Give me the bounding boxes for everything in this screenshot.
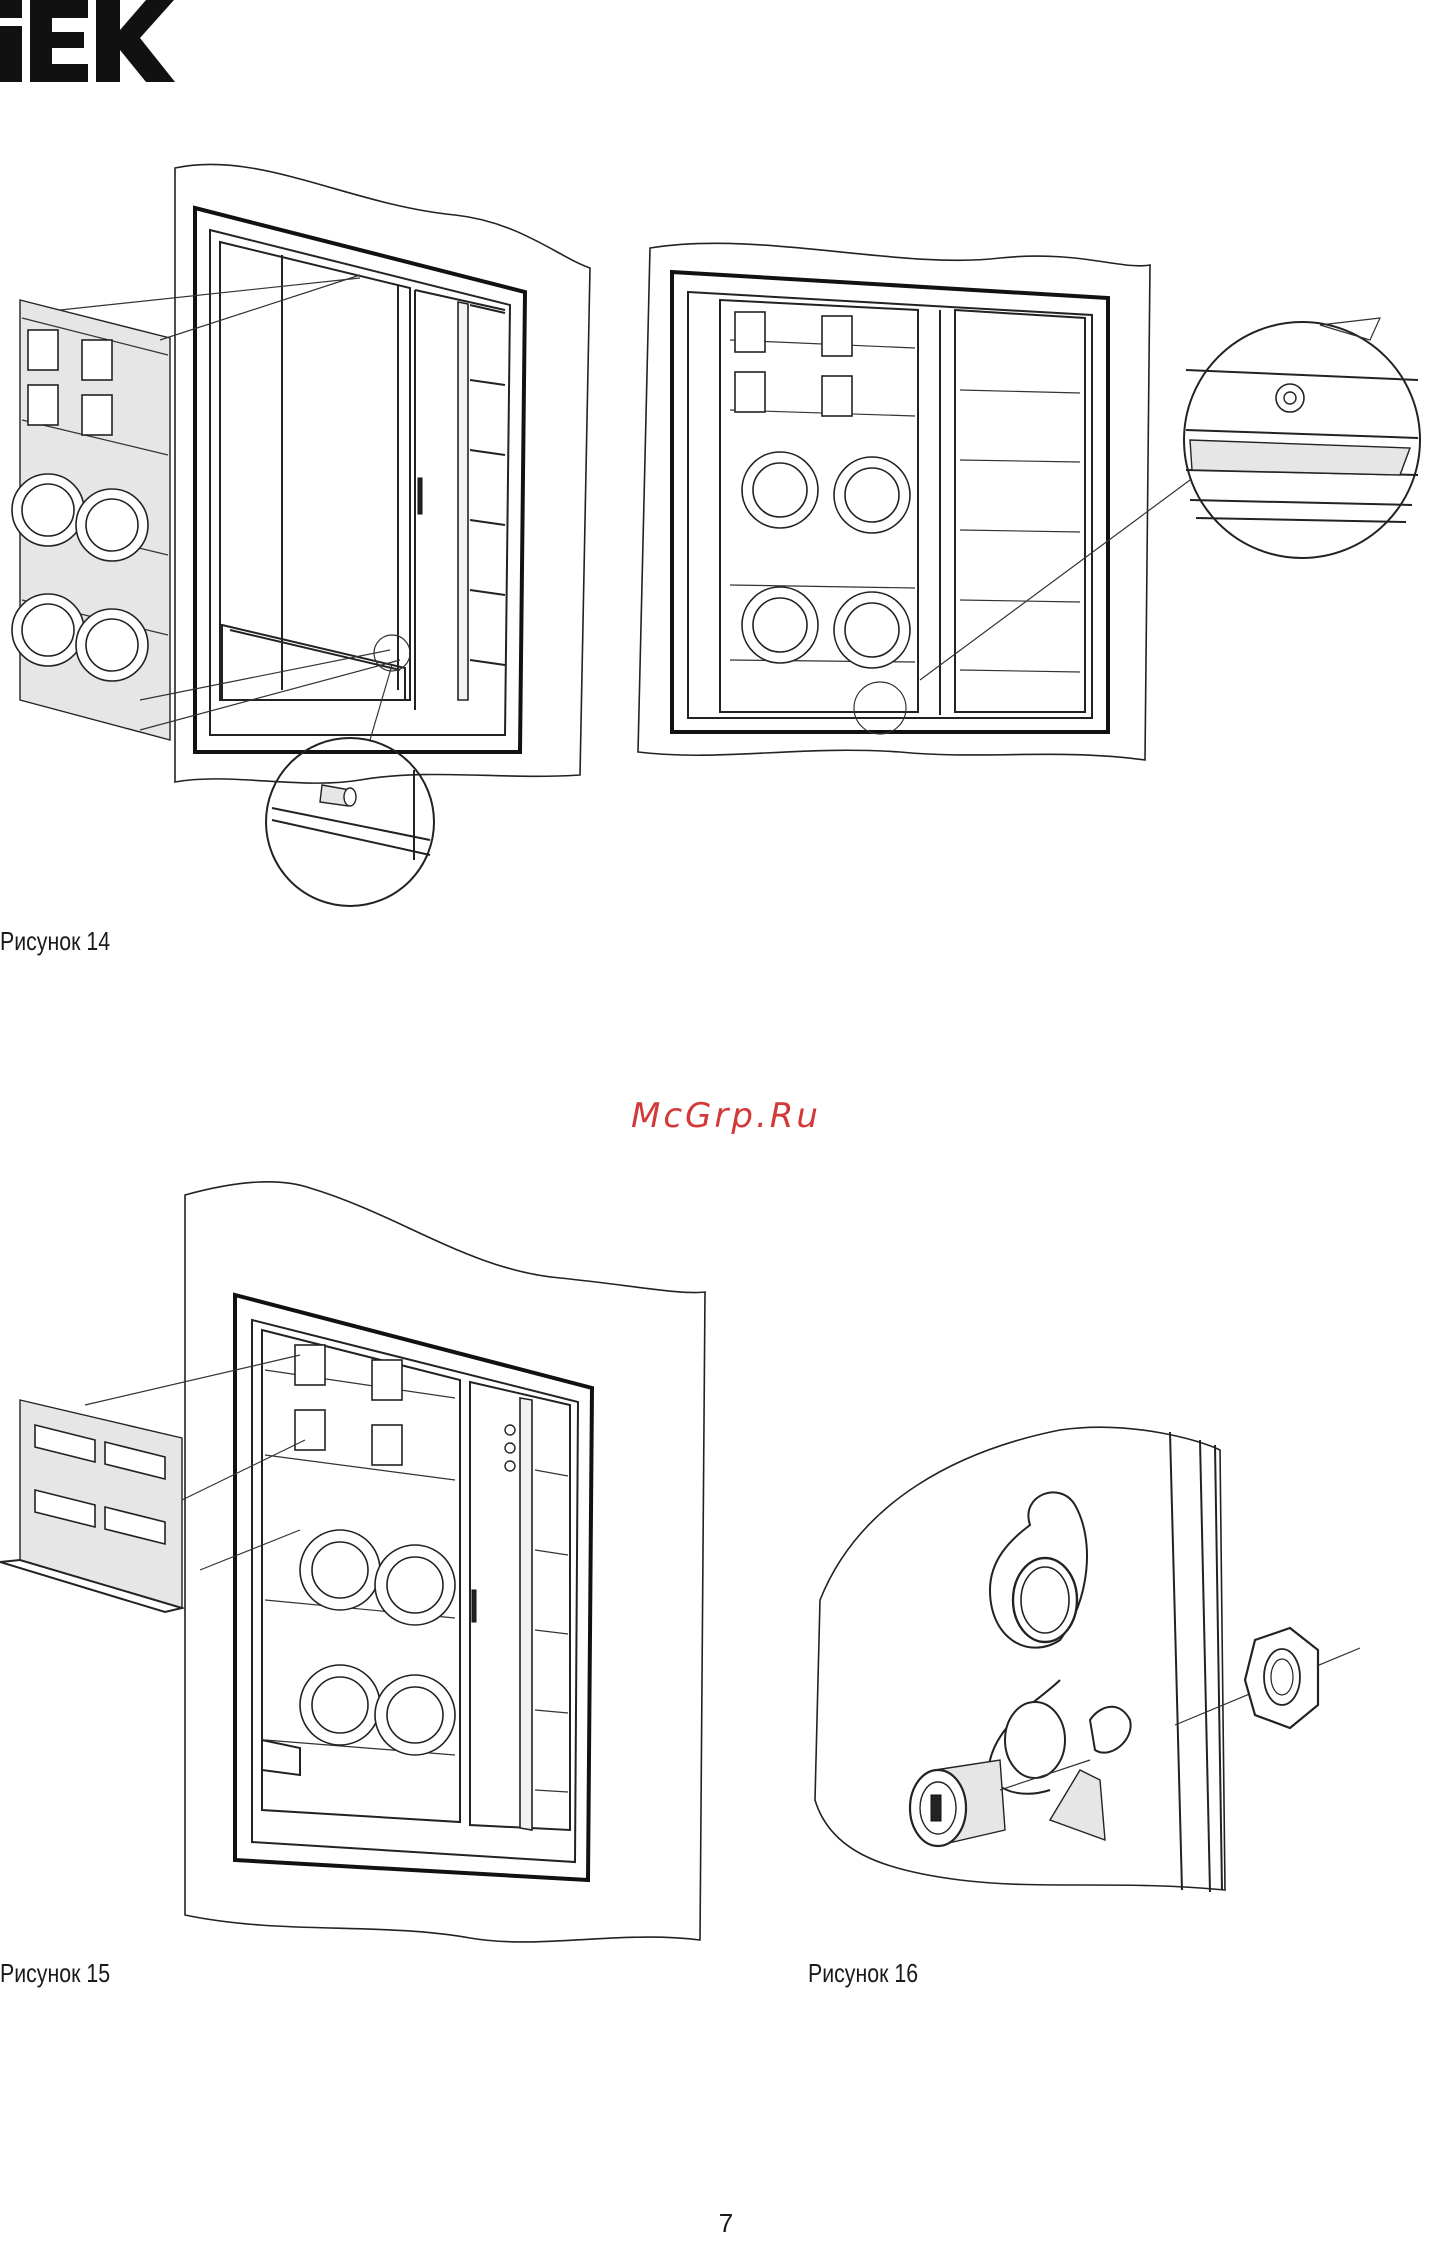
iek-logo xyxy=(0,0,175,82)
watermark: McGrp.Ru xyxy=(0,1096,1452,1136)
page-number: 7 xyxy=(0,2208,1452,2239)
figure-15-caption: Рисунок 15 xyxy=(0,1958,110,1989)
figure-14-caption: Рисунок 14 xyxy=(0,926,110,957)
figure-14-drawing xyxy=(0,150,1452,910)
figure-15-drawing xyxy=(0,1170,720,1950)
figure-16-drawing xyxy=(800,1400,1400,1900)
figure-16-caption: Рисунок 16 xyxy=(808,1958,918,1989)
